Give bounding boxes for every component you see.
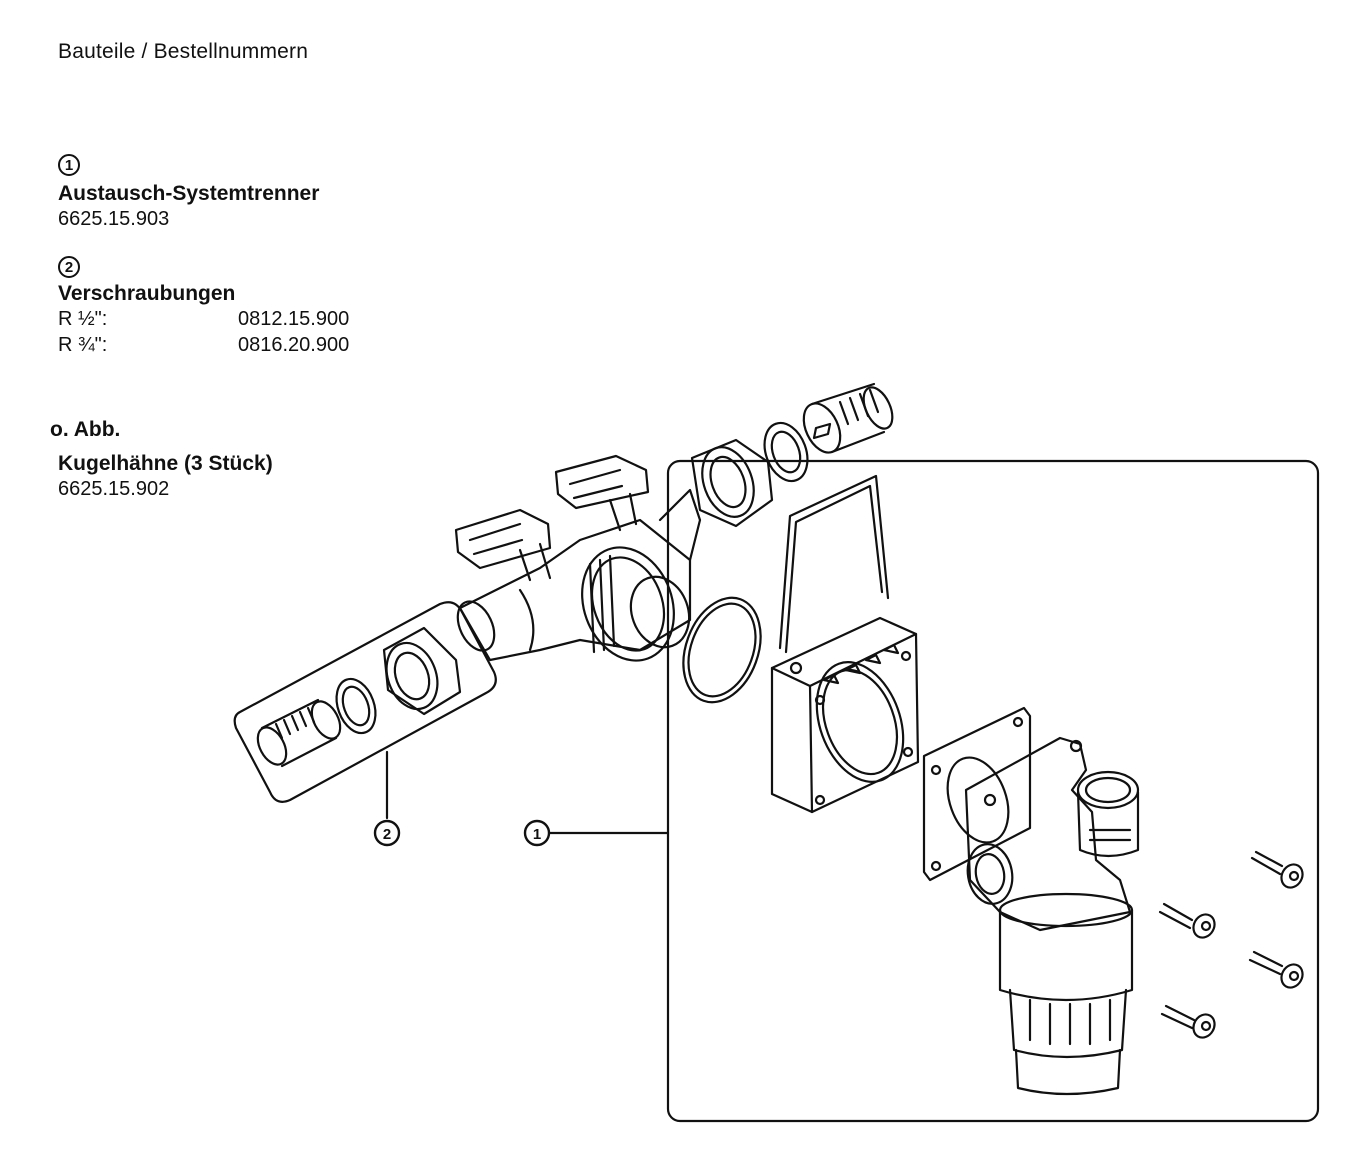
part-2-block: 2 Verschraubungen R ½": 0812.15.900 R ¾"… (58, 256, 349, 358)
threaded-nipple-left (256, 698, 342, 768)
callout-1-label: 1 (533, 826, 541, 843)
part-2-frame (233, 601, 497, 803)
part-1-block: 1 Austausch-Systemtrenner 6625.15.903 (58, 154, 319, 231)
union-nut-right (690, 438, 774, 528)
part-2-marker: 2 (58, 256, 80, 278)
o-ring-large (682, 596, 762, 704)
not-shown-heading: o. Abb. (50, 418, 121, 441)
not-shown-number: 6625.15.902 (58, 478, 170, 500)
threaded-nipple-right (802, 382, 894, 454)
bracket-clip (778, 474, 890, 654)
screw-1 (1250, 850, 1304, 889)
screw-3 (1248, 950, 1304, 989)
ball-valve-body (458, 488, 702, 662)
variant-label: R ¾": (58, 334, 108, 356)
callout-1-circle (523, 819, 551, 847)
part-1-marker: 1 (58, 154, 80, 176)
part-2-variant-row: R ½": 0812.15.900 (58, 306, 349, 332)
part-2-name: Verschraubungen (58, 282, 236, 305)
part-1-frame (666, 459, 1320, 1123)
variant-number: 0816.20.900 (238, 334, 350, 356)
gasket-left (335, 677, 377, 735)
valve-handle-1 (454, 508, 552, 582)
variant-number: 0812.15.900 (238, 308, 350, 330)
not-shown-name: Kugelhähne (3 Stück) (58, 452, 273, 475)
part-2-variant-row: R ¾": 0816.20.900 (58, 332, 349, 358)
page-title: Bauteile / Bestellnummern (58, 40, 309, 63)
gasket-right (763, 421, 809, 483)
screw-4 (1160, 1004, 1216, 1039)
fitting-edge (456, 600, 496, 652)
screw-2 (1158, 902, 1216, 939)
valve-handle-2 (554, 454, 650, 532)
gasket-plate (922, 706, 1032, 882)
variant-label: R ½": (58, 308, 108, 330)
union-nut-left (382, 626, 462, 716)
callout-2-label: 2 (383, 826, 391, 843)
system-separator-body (964, 736, 1140, 1096)
not-shown-block: o. Abb. Kugelhähne (3 Stück) 6625.15.902 (50, 418, 273, 501)
flange-plate (770, 616, 920, 814)
part-1-name: Austausch-Systemtrenner (58, 182, 320, 205)
part-1-number: 6625.15.903 (58, 208, 170, 230)
callout-2-circle (373, 819, 401, 847)
